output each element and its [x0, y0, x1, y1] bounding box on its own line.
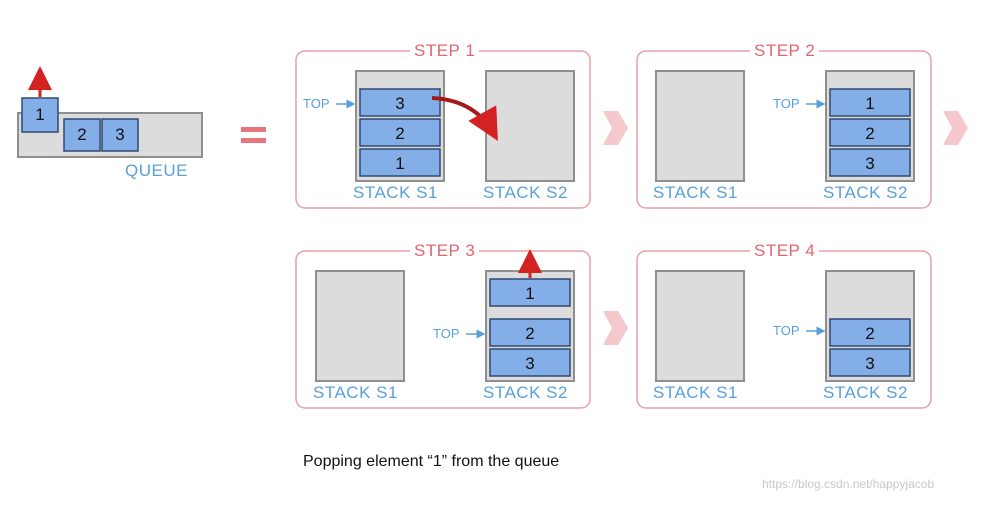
stack-item-popped-label: 1: [525, 284, 535, 303]
watermark-text: https://blog.csdn.net/happyjacob: [762, 477, 935, 491]
diagram-caption: Popping element “1” from the queue: [303, 453, 560, 470]
stack-item-label: 2: [395, 124, 405, 143]
stack-container: [315, 270, 405, 382]
stack-container: [485, 70, 575, 182]
stack-item-label: 2: [865, 324, 875, 343]
top-label: TOP: [303, 96, 330, 111]
stack-cell: [359, 118, 441, 147]
stack-cell: [829, 348, 911, 377]
stack-s2-label: STACK S2: [483, 183, 568, 202]
stack-item-label: 3: [395, 94, 405, 113]
stack-s1-label: STACK S1: [313, 383, 398, 402]
stack-item-label: 3: [865, 154, 875, 173]
stack-cell: [829, 318, 911, 347]
queue-cell: [63, 118, 101, 152]
stack-item-label: 1: [865, 94, 875, 113]
stack-cell: [829, 88, 911, 117]
top-label: TOP: [433, 326, 460, 341]
stack-item-label: 3: [865, 354, 875, 373]
stack-s2-label: STACK S2: [823, 383, 908, 402]
stack-s1-label: STACK S1: [653, 183, 738, 202]
step-2-title: STEP 2: [750, 42, 820, 59]
stack-item-label: 1: [395, 154, 405, 173]
queue-label: QUEUE: [125, 161, 188, 180]
stack-item-label: 2: [525, 324, 535, 343]
top-label: TOP: [773, 96, 800, 111]
queue-cell-popped: [21, 97, 59, 133]
stack-cell: [359, 148, 441, 177]
transition-arrow: [603, 311, 628, 345]
stack-s1-label: STACK S1: [653, 383, 738, 402]
stack-item-label: 2: [865, 124, 875, 143]
equals-sign: [241, 127, 266, 143]
transition-arrow: [603, 111, 628, 145]
stack-cell: [359, 88, 441, 117]
step-1-title: STEP 1: [410, 42, 480, 59]
queue-cell: [101, 118, 139, 152]
stack-container: [655, 70, 745, 182]
stack-item-label: 3: [525, 354, 535, 373]
stack-cell: [829, 118, 911, 147]
stack-s2-label: STACK S2: [483, 383, 568, 402]
stack-cell: [489, 318, 571, 347]
step-4-title: STEP 4: [750, 242, 820, 259]
stack-s2-label: STACK S2: [823, 183, 908, 202]
stack-cell-popped: [489, 278, 571, 307]
transfer-curve-arrow: [431, 96, 498, 141]
stack-cell: [829, 148, 911, 177]
queue-diagram: [17, 66, 203, 158]
stack-s1-label: STACK S1: [353, 183, 438, 202]
transition-arrow: [943, 111, 968, 145]
stack-cell: [489, 348, 571, 377]
queue-item-popped-label: 1: [35, 105, 45, 124]
step-3-title: STEP 3: [410, 242, 480, 259]
top-label: TOP: [773, 323, 800, 338]
queue-item-label: 3: [115, 125, 125, 144]
stack-container: [655, 270, 745, 382]
queue-item-label: 2: [77, 125, 87, 144]
